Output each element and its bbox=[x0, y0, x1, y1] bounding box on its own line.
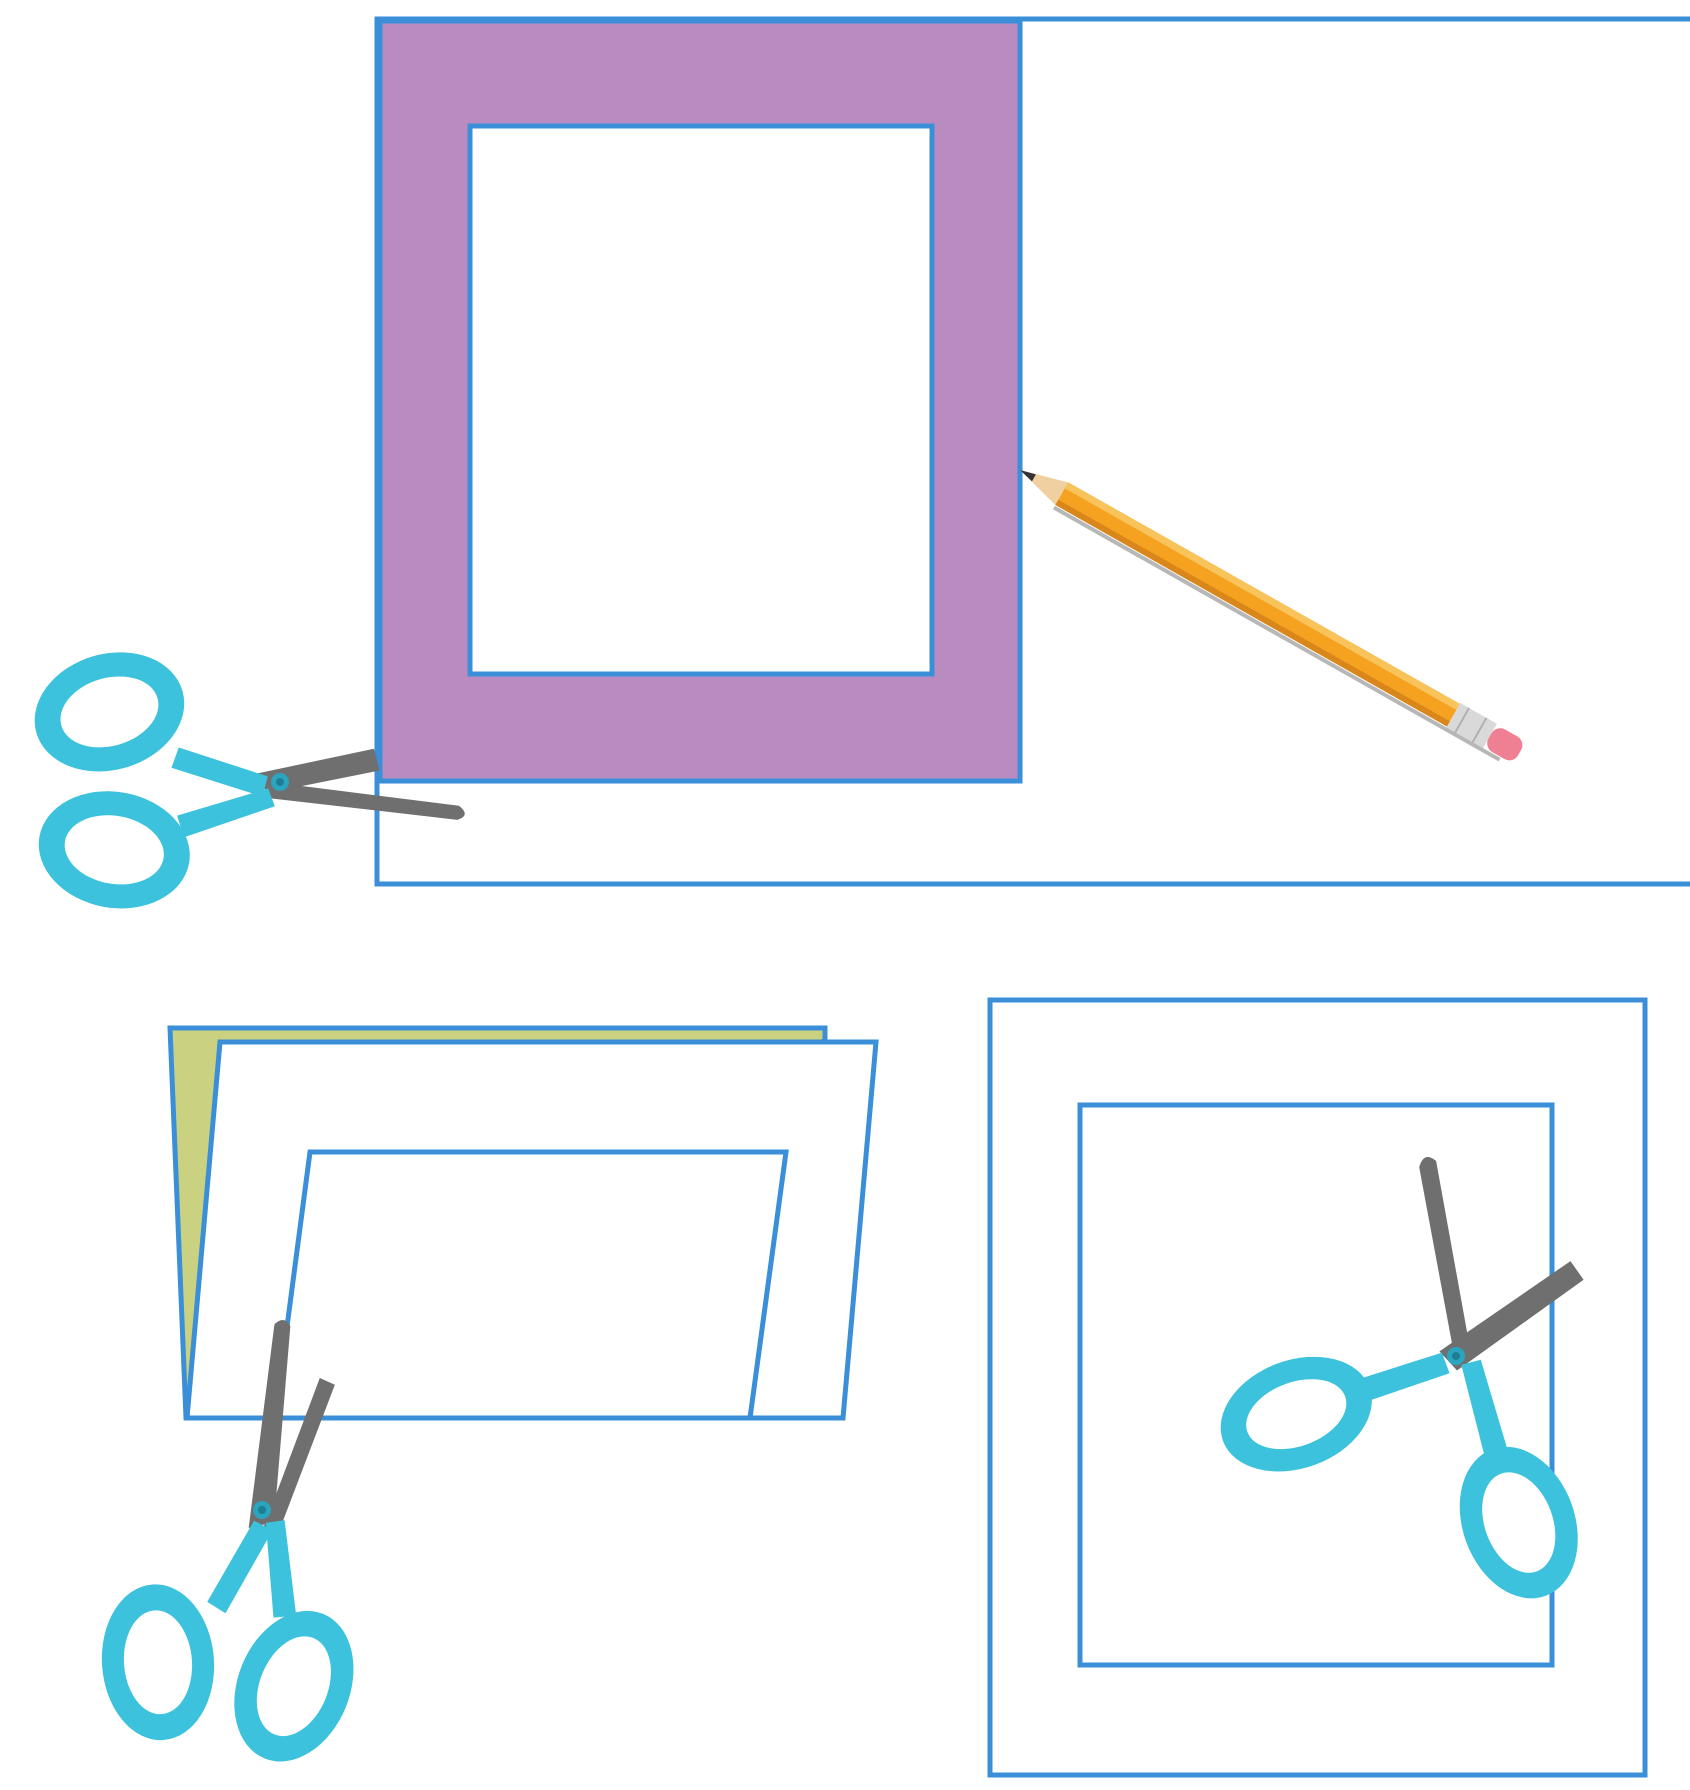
bottom-left-panel bbox=[70, 1028, 876, 1786]
frame-window-cutout bbox=[470, 126, 932, 674]
bottom-right-panel bbox=[990, 1000, 1681, 1775]
top-panel bbox=[19, 19, 1690, 925]
folded-cut-line bbox=[275, 1152, 786, 1418]
